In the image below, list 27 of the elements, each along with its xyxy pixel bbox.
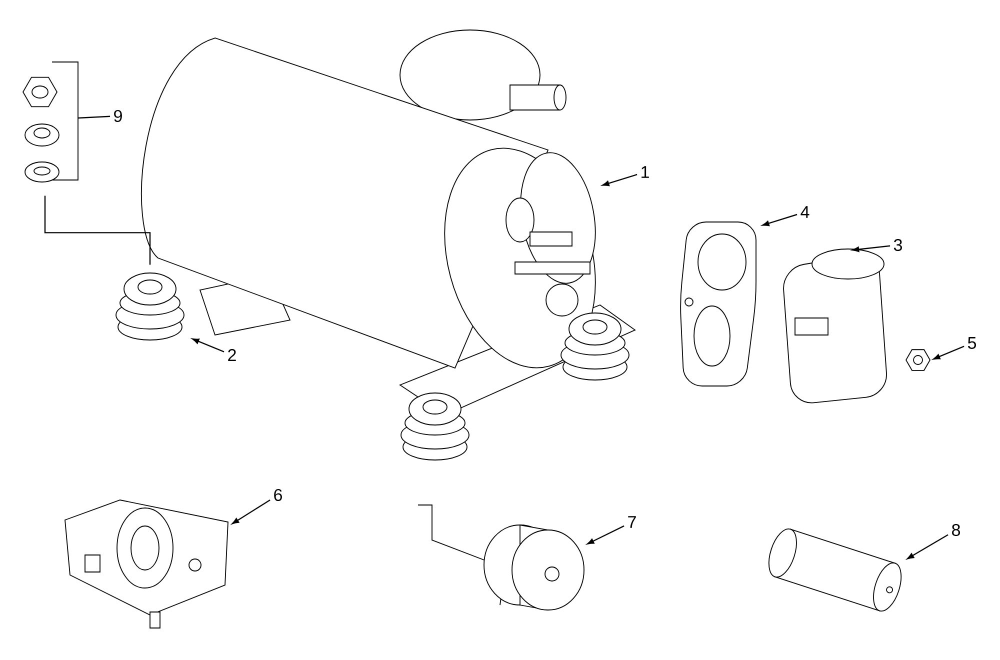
leader-line [852, 245, 890, 252]
leader-line [587, 525, 624, 544]
mount-drawing [116, 272, 184, 340]
callout-number: 2 [228, 349, 236, 361]
leader-line [192, 338, 224, 352]
callout-number: 5 [968, 337, 976, 349]
callout-number: 9 [114, 110, 122, 122]
gasket-drawing [680, 222, 756, 386]
leader-line [602, 174, 638, 186]
callout-number: 6 [274, 488, 282, 502]
leader-line [762, 214, 798, 226]
callout-number: 3 [894, 238, 902, 252]
callout-number: 4 [800, 206, 810, 218]
leader-line [78, 116, 110, 119]
callout-number: 7 [628, 516, 636, 528]
callout-number: 8 [952, 524, 960, 536]
hardware-drawing [22, 62, 78, 182]
relay-drawing [64, 500, 228, 628]
leader-line [232, 500, 270, 524]
leader-line [933, 346, 964, 360]
overload-protector-drawing [418, 504, 584, 611]
cover-drawing [783, 248, 887, 404]
capacitor-drawing [768, 528, 902, 612]
leader-line [906, 534, 948, 560]
compressor-drawing [141, 30, 636, 460]
callout-number: 1 [642, 166, 649, 178]
connection-line [44, 196, 151, 265]
